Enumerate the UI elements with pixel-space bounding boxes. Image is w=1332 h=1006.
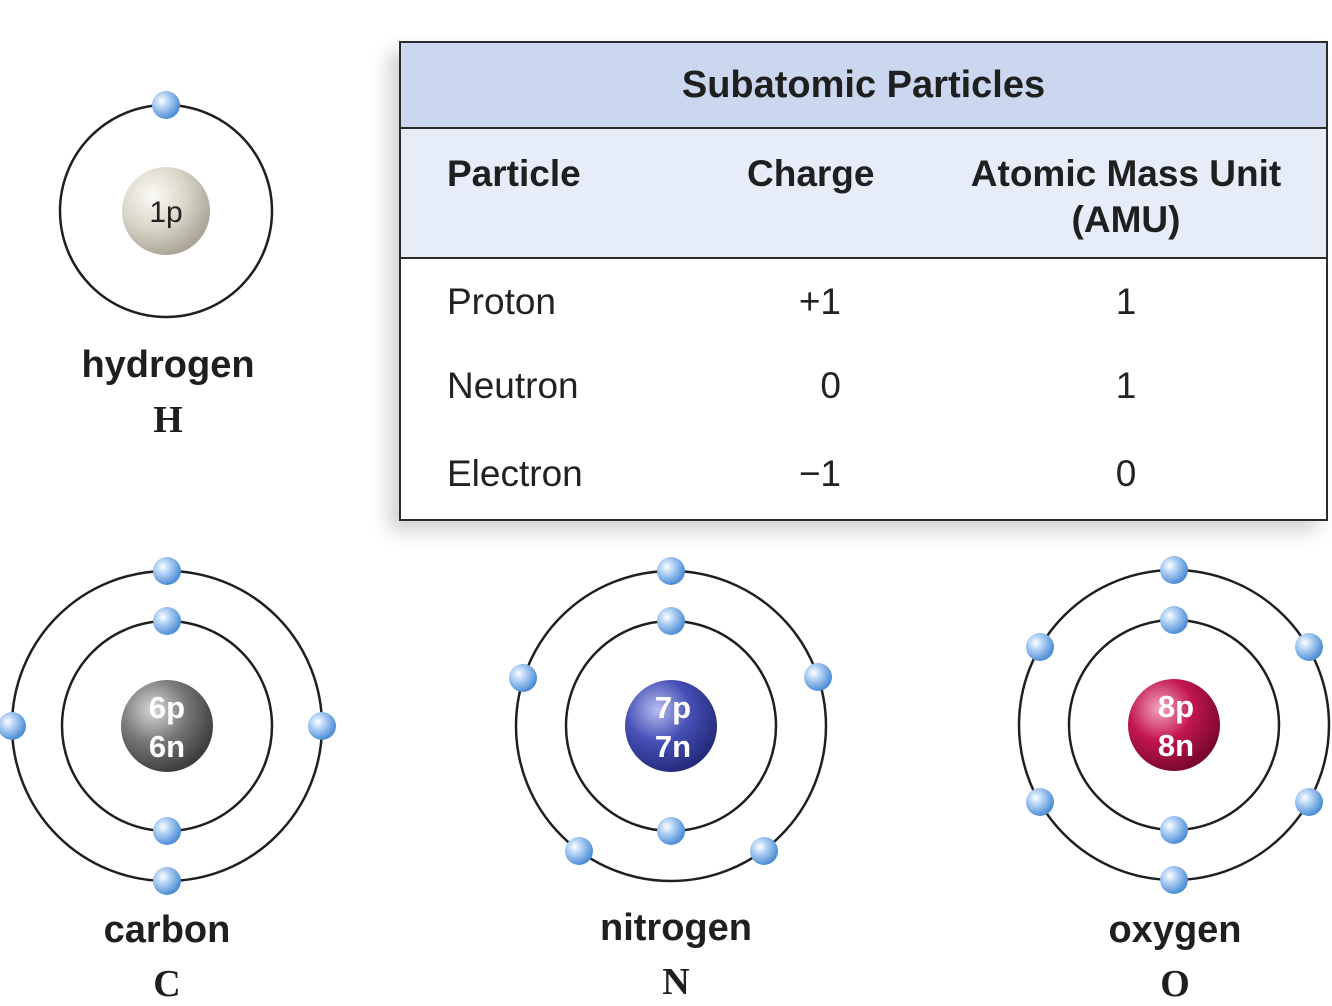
atom-nitrogen: 7p 7n bbox=[509, 557, 832, 883]
electron bbox=[804, 663, 832, 691]
nucleus-label-protons: 6p bbox=[149, 690, 185, 725]
atom-name-carbon: carbon bbox=[103, 909, 231, 951]
electron bbox=[1160, 556, 1188, 584]
atom-symbol-carbon: C bbox=[153, 963, 181, 1005]
cell-charge: 0 bbox=[820, 365, 841, 406]
electron bbox=[308, 712, 336, 740]
subatomic-particles-table: Subatomic Particles Particle Charge Atom… bbox=[399, 41, 1328, 521]
electron bbox=[153, 817, 181, 845]
electron bbox=[1026, 788, 1054, 816]
electron bbox=[153, 557, 181, 585]
electron bbox=[1295, 633, 1323, 661]
cell-amu: 1 bbox=[1115, 281, 1137, 322]
cell-charge: +1 bbox=[798, 281, 841, 322]
header-charge: Charge bbox=[747, 153, 875, 194]
nucleus bbox=[122, 167, 210, 255]
atom-symbol-nitrogen: N bbox=[662, 961, 690, 1003]
nucleus-label-neutrons: 7n bbox=[655, 729, 691, 764]
atom-name-hydrogen: hydrogen bbox=[81, 344, 255, 386]
electron bbox=[750, 837, 778, 865]
electron bbox=[1160, 866, 1188, 894]
atom-hydrogen: 1p bbox=[58, 91, 274, 319]
nucleus-label-protons: 7p bbox=[655, 690, 691, 725]
cell-amu: 0 bbox=[1115, 453, 1137, 494]
nucleus bbox=[121, 680, 213, 772]
table-row: Proton +1 1 bbox=[401, 279, 1326, 325]
electron bbox=[1295, 788, 1323, 816]
cell-particle: Neutron bbox=[447, 365, 579, 406]
electron bbox=[153, 607, 181, 635]
cell-amu: 1 bbox=[1115, 365, 1137, 406]
electron bbox=[1160, 606, 1188, 634]
table-title: Subatomic Particles bbox=[401, 43, 1326, 129]
atom-name-oxygen: oxygen bbox=[1108, 909, 1242, 951]
cell-particle: Proton bbox=[447, 281, 557, 322]
nucleus-label: 1p bbox=[149, 196, 182, 229]
atom-name-nitrogen: nitrogen bbox=[600, 907, 752, 949]
nucleus-label-neutrons: 6n bbox=[149, 729, 185, 764]
nucleus bbox=[1128, 679, 1220, 771]
electron bbox=[153, 867, 181, 895]
electron bbox=[657, 817, 685, 845]
table-body: Proton +1 1 Neutron 0 1 Electron −1 0 bbox=[401, 259, 1326, 517]
electron bbox=[565, 837, 593, 865]
nucleus-label-protons: 8p bbox=[1158, 689, 1194, 724]
header-amu-line2: (AMU) bbox=[1071, 199, 1181, 240]
electron bbox=[1160, 816, 1188, 844]
electron bbox=[657, 557, 685, 585]
atom-oxygen: 8p 8n bbox=[1017, 556, 1331, 894]
table-row: Neutron 0 1 bbox=[401, 363, 1326, 409]
table-header-row: Particle Charge Atomic Mass Unit (AMU) bbox=[401, 129, 1326, 259]
atom-carbon: 6p 6n bbox=[0, 557, 336, 895]
nucleus bbox=[625, 680, 717, 772]
electron bbox=[152, 91, 180, 119]
electron bbox=[1026, 633, 1054, 661]
electron bbox=[509, 664, 537, 692]
header-particle: Particle bbox=[447, 153, 581, 194]
nucleus-label-neutrons: 8n bbox=[1158, 728, 1194, 763]
header-amu-line1: Atomic Mass Unit bbox=[970, 153, 1282, 194]
header-amu: Atomic Mass Unit (AMU) bbox=[961, 151, 1291, 243]
electron bbox=[0, 712, 26, 740]
electron bbox=[657, 607, 685, 635]
table-row: Electron −1 0 bbox=[401, 451, 1326, 497]
atom-symbol-hydrogen: H bbox=[153, 399, 183, 441]
atom-symbol-oxygen: O bbox=[1160, 963, 1190, 1005]
cell-charge: −1 bbox=[798, 453, 841, 494]
cell-particle: Electron bbox=[447, 453, 583, 494]
